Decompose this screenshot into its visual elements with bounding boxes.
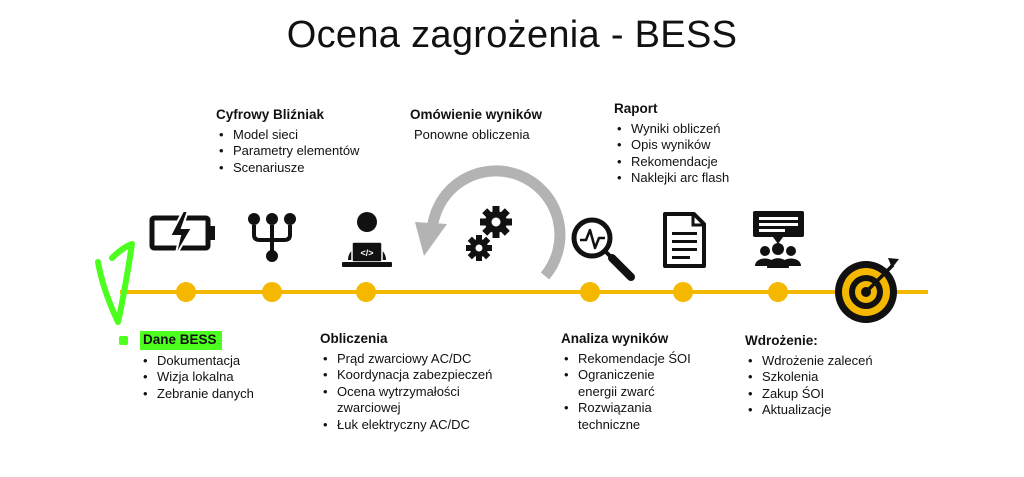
- step-item: Prąd zwarciowy AC/DC: [320, 351, 530, 368]
- step-item: Scenariusze: [216, 160, 359, 177]
- document-icon: [663, 212, 706, 268]
- gears-icon: [466, 206, 512, 261]
- timeline-dot: [768, 282, 788, 302]
- step-item: Dokumentacja: [140, 353, 254, 370]
- step-item: Rozwiązania techniczne: [561, 400, 678, 433]
- battery-icon: [149, 210, 215, 258]
- timeline-dot: [176, 282, 196, 302]
- step-item: Rekomendacje ŚOI: [561, 351, 711, 368]
- timeline-dot: [262, 282, 282, 302]
- step-item: Koordynacja zabezpieczeń: [320, 367, 530, 384]
- timeline-dot: [580, 282, 600, 302]
- timeline-dot: [673, 282, 693, 302]
- step-item: Szkolenia: [745, 369, 873, 386]
- step-item: Parametry elementów: [216, 143, 359, 160]
- step-item: Ponowne obliczenia: [414, 126, 530, 142]
- step-item: Zebranie danych: [140, 386, 254, 403]
- timeline-dot: [356, 282, 376, 302]
- step-heading: Omówienie wyników: [410, 107, 543, 122]
- step-heading: Cyfrowy Bliźniak: [216, 107, 325, 122]
- svg-text:</>: </>: [360, 248, 373, 258]
- return-arrow-icon: [415, 165, 566, 280]
- step-item: Zakup ŚOI: [745, 386, 873, 403]
- step-heading: Raport: [614, 101, 658, 116]
- step-wdrozenie: Wdrożenie: Wdrożenie zaleceń Szkolenia Z…: [745, 333, 873, 419]
- step-cyfrowy-blizniak: Cyfrowy Bliźniak Model sieci Parametry e…: [216, 107, 359, 176]
- step-heading: Dane BESS: [140, 331, 222, 350]
- step-item: Ograniczenie energii zwarć: [561, 367, 678, 400]
- step-heading: Wdrożenie:: [745, 333, 818, 348]
- step-raport: Raport Wyniki obliczeń Opis wyników Reko…: [614, 101, 729, 187]
- check-mark-icon: [95, 241, 135, 345]
- step-item: Naklejki arc flash: [614, 170, 729, 187]
- target-icon: [835, 258, 899, 323]
- step-item: Wdrożenie zaleceń: [745, 353, 873, 370]
- step-heading: Analiza wyników: [561, 331, 669, 346]
- step-item: Rekomendacje: [614, 154, 729, 171]
- step-analiza-wynikow: Analiza wyników Rekomendacje ŚOI Ogranic…: [561, 331, 711, 433]
- step-obliczenia: Obliczenia Prąd zwarciowy AC/DC Koordyna…: [320, 331, 530, 433]
- step-item: Wizja lokalna: [140, 369, 254, 386]
- step-dane-bess: Dane BESS Dokumentacja Wizja lokalna Zeb…: [140, 331, 254, 402]
- step-heading: Obliczenia: [320, 331, 388, 346]
- step-item: Opis wyników: [614, 137, 729, 154]
- step-item: Ocena wytrzymałości zwarciowej: [320, 384, 462, 417]
- step-omowienie-wynikow: Omówienie wyników Ponowne obliczenia: [410, 107, 542, 143]
- step-item: Wyniki obliczeń: [614, 121, 729, 138]
- hierarchy-icon: [248, 213, 296, 262]
- step-item: Łuk elektryczny AC/DC: [320, 417, 530, 434]
- step-item: Aktualizacje: [745, 402, 873, 419]
- page-title: Ocena zagrożenia - BESS: [286, 14, 738, 56]
- analysis-magnifier-icon: [571, 217, 635, 281]
- presentation-icon: [753, 211, 804, 268]
- step-item: Model sieci: [216, 127, 359, 144]
- programmer-icon: </>: [342, 212, 392, 267]
